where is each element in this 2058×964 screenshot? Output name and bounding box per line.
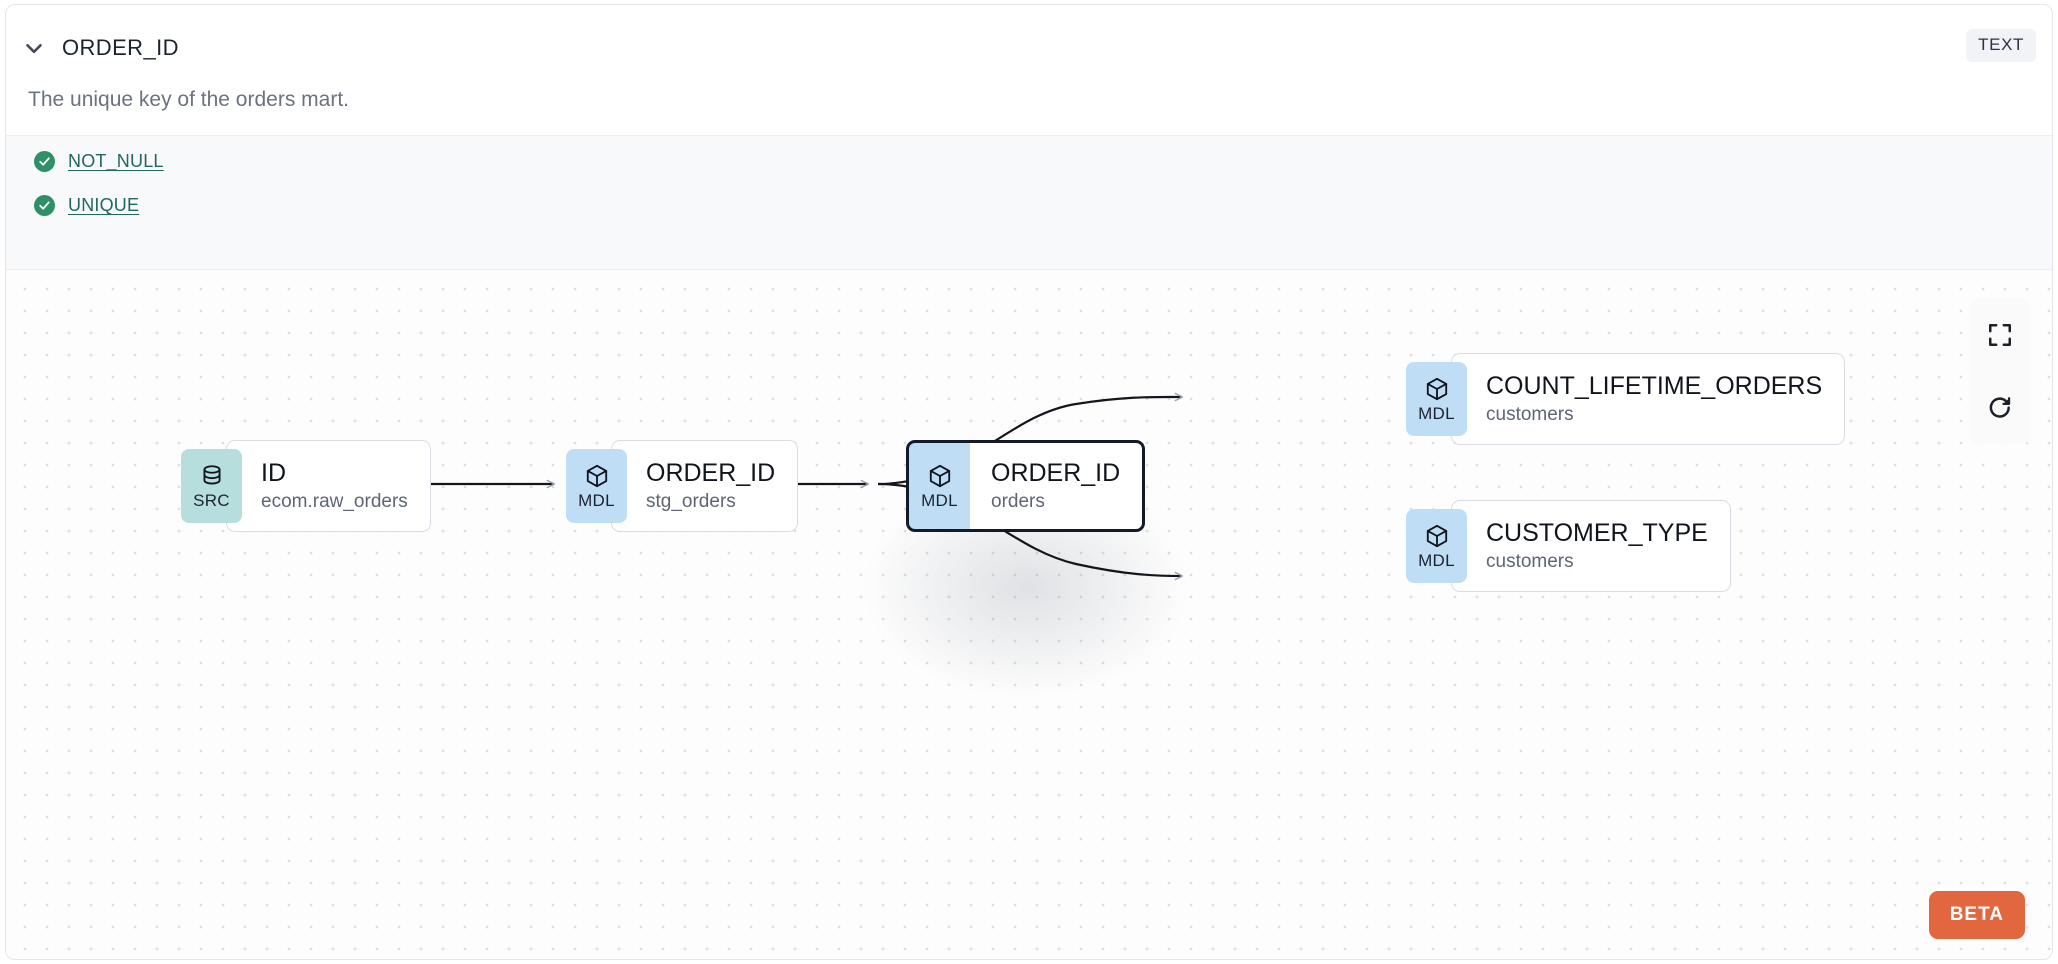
lineage-node-orders-order-id[interactable]: MDL ORDER_ID orders	[906, 440, 1146, 532]
lineage-canvas[interactable]: SRC ID ecom.raw_orders MDL ORDER_ID stg_…	[6, 270, 2052, 959]
database-icon	[202, 465, 221, 485]
fullscreen-button[interactable]	[1970, 298, 2030, 371]
node-type-badge-mdl: MDL	[566, 449, 627, 523]
lineage-node-src-id[interactable]: SRC ID ecom.raw_orders	[181, 440, 431, 532]
node-subtitle: orders	[991, 490, 1045, 512]
column-header-row: ORDER_ID	[6, 31, 179, 65]
column-description: The unique key of the orders mart.	[28, 88, 349, 111]
node-type-label: MDL	[1418, 404, 1455, 423]
node-body: ID ecom.raw_orders	[226, 440, 431, 532]
node-body: COUNT_LIFETIME_ORDERS customers	[1451, 353, 1846, 445]
page-title: ORDER_ID	[62, 35, 179, 60]
column-type-badge: TEXT	[1966, 29, 2036, 62]
column-header: ORDER_ID TEXT The unique key of the orde…	[6, 5, 2052, 135]
node-type-badge-src: SRC	[181, 449, 242, 523]
node-subtitle: stg_orders	[646, 490, 736, 512]
tests-section: NOT_NULL UNIQUE	[6, 135, 2052, 270]
node-type-label: SRC	[193, 491, 230, 510]
node-name: ID	[261, 459, 286, 488]
refresh-icon	[1989, 396, 2011, 418]
node-name: COUNT_LIFETIME_ORDERS	[1486, 372, 1823, 401]
node-subtitle: customers	[1486, 550, 1574, 572]
cube-icon	[1426, 377, 1447, 401]
node-type-badge-mdl: MDL	[1406, 509, 1467, 583]
node-type-label: MDL	[578, 491, 615, 510]
fullscreen-icon	[1989, 323, 2011, 346]
node-subtitle: ecom.raw_orders	[261, 490, 408, 512]
beta-badge[interactable]: BETA	[1928, 891, 2025, 939]
test-row: NOT_NULL	[34, 151, 164, 172]
cube-icon	[1426, 524, 1447, 548]
node-name: CUSTOMER_TYPE	[1486, 519, 1708, 548]
node-body: CUSTOMER_TYPE customers	[1451, 500, 1731, 592]
check-circle-icon	[34, 151, 55, 172]
lineage-node-customer-type[interactable]: MDL CUSTOMER_TYPE customers	[1406, 500, 1731, 592]
cube-icon	[929, 464, 950, 488]
lineage-node-stg-order-id[interactable]: MDL ORDER_ID stg_orders	[566, 440, 799, 532]
node-type-badge-mdl: MDL	[1406, 362, 1467, 436]
node-body: ORDER_ID orders	[954, 440, 1146, 532]
node-subtitle: customers	[1486, 403, 1574, 425]
node-name: ORDER_ID	[991, 459, 1121, 488]
canvas-controls	[1970, 298, 2030, 444]
lineage-node-count-lifetime-orders[interactable]: MDL COUNT_LIFETIME_ORDERS customers	[1406, 353, 1846, 445]
test-link-not-null[interactable]: NOT_NULL	[68, 151, 164, 171]
node-type-label: MDL	[1418, 551, 1455, 570]
node-body: ORDER_ID stg_orders	[611, 440, 799, 532]
check-circle-icon	[34, 195, 55, 216]
node-type-label: MDL	[921, 491, 958, 510]
refresh-button[interactable]	[1970, 371, 2030, 444]
test-row: UNIQUE	[34, 195, 139, 216]
node-type-badge-mdl: MDL	[906, 440, 970, 532]
column-detail-card: ORDER_ID TEXT The unique key of the orde…	[5, 4, 2053, 960]
chevron-down-icon[interactable]	[6, 31, 62, 65]
node-name: ORDER_ID	[646, 459, 776, 488]
test-link-unique[interactable]: UNIQUE	[68, 195, 140, 215]
cube-icon	[586, 464, 607, 488]
